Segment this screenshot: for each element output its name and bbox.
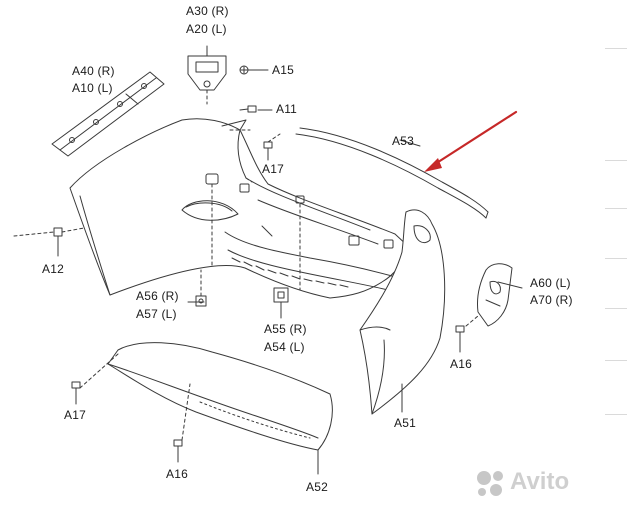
edge-tick bbox=[605, 360, 627, 361]
label-a12: A12 bbox=[42, 262, 64, 276]
label-a53: A53 bbox=[392, 134, 414, 148]
avito-logo-icon bbox=[477, 471, 503, 496]
bumper-cover bbox=[69, 118, 411, 299]
label-a10: A10 (L) bbox=[72, 81, 113, 95]
label-a30: A30 (R) bbox=[186, 4, 229, 18]
label-a56: A56 (R) bbox=[136, 289, 179, 303]
edge-tick bbox=[605, 48, 627, 49]
fasteners bbox=[53, 65, 465, 457]
leader-lines bbox=[13, 45, 523, 475]
side-bracket-a40 bbox=[51, 71, 165, 157]
avito-watermark: Avito bbox=[470, 466, 620, 500]
label-a57: A57 (L) bbox=[136, 307, 177, 321]
label-a51: A51 bbox=[394, 416, 416, 430]
label-a60: A60 (L) bbox=[530, 276, 571, 290]
label-a17-bottom: A17 bbox=[64, 408, 86, 422]
label-a40: A40 (R) bbox=[72, 64, 115, 78]
edge-tick bbox=[605, 160, 627, 161]
trim-strip-a53 bbox=[295, 127, 489, 219]
diffuser-a52 bbox=[107, 342, 333, 451]
edge-tick bbox=[605, 308, 627, 309]
label-a11: A11 bbox=[276, 102, 298, 116]
label-a52: A52 bbox=[306, 480, 328, 494]
label-a16-right: A16 bbox=[450, 357, 472, 371]
label-a16-bottom: A16 bbox=[166, 467, 188, 481]
label-a55: A55 (R) bbox=[264, 322, 307, 336]
label-a17-top: A17 bbox=[262, 162, 284, 176]
mount-bracket-a30 bbox=[187, 55, 227, 105]
red-arrow-pointer bbox=[424, 110, 518, 172]
avito-wordmark: Avito bbox=[510, 468, 570, 495]
label-a20: A20 (L) bbox=[186, 22, 227, 36]
label-a15: A15 bbox=[272, 63, 294, 77]
corner-bracket-a60 bbox=[477, 263, 513, 327]
bumper-corner-a51 bbox=[359, 209, 446, 415]
edge-tick bbox=[605, 258, 627, 259]
edge-tick bbox=[605, 414, 627, 415]
label-a70: A70 (R) bbox=[530, 293, 573, 307]
label-a54: A54 (L) bbox=[264, 340, 305, 354]
edge-tick bbox=[605, 208, 627, 209]
